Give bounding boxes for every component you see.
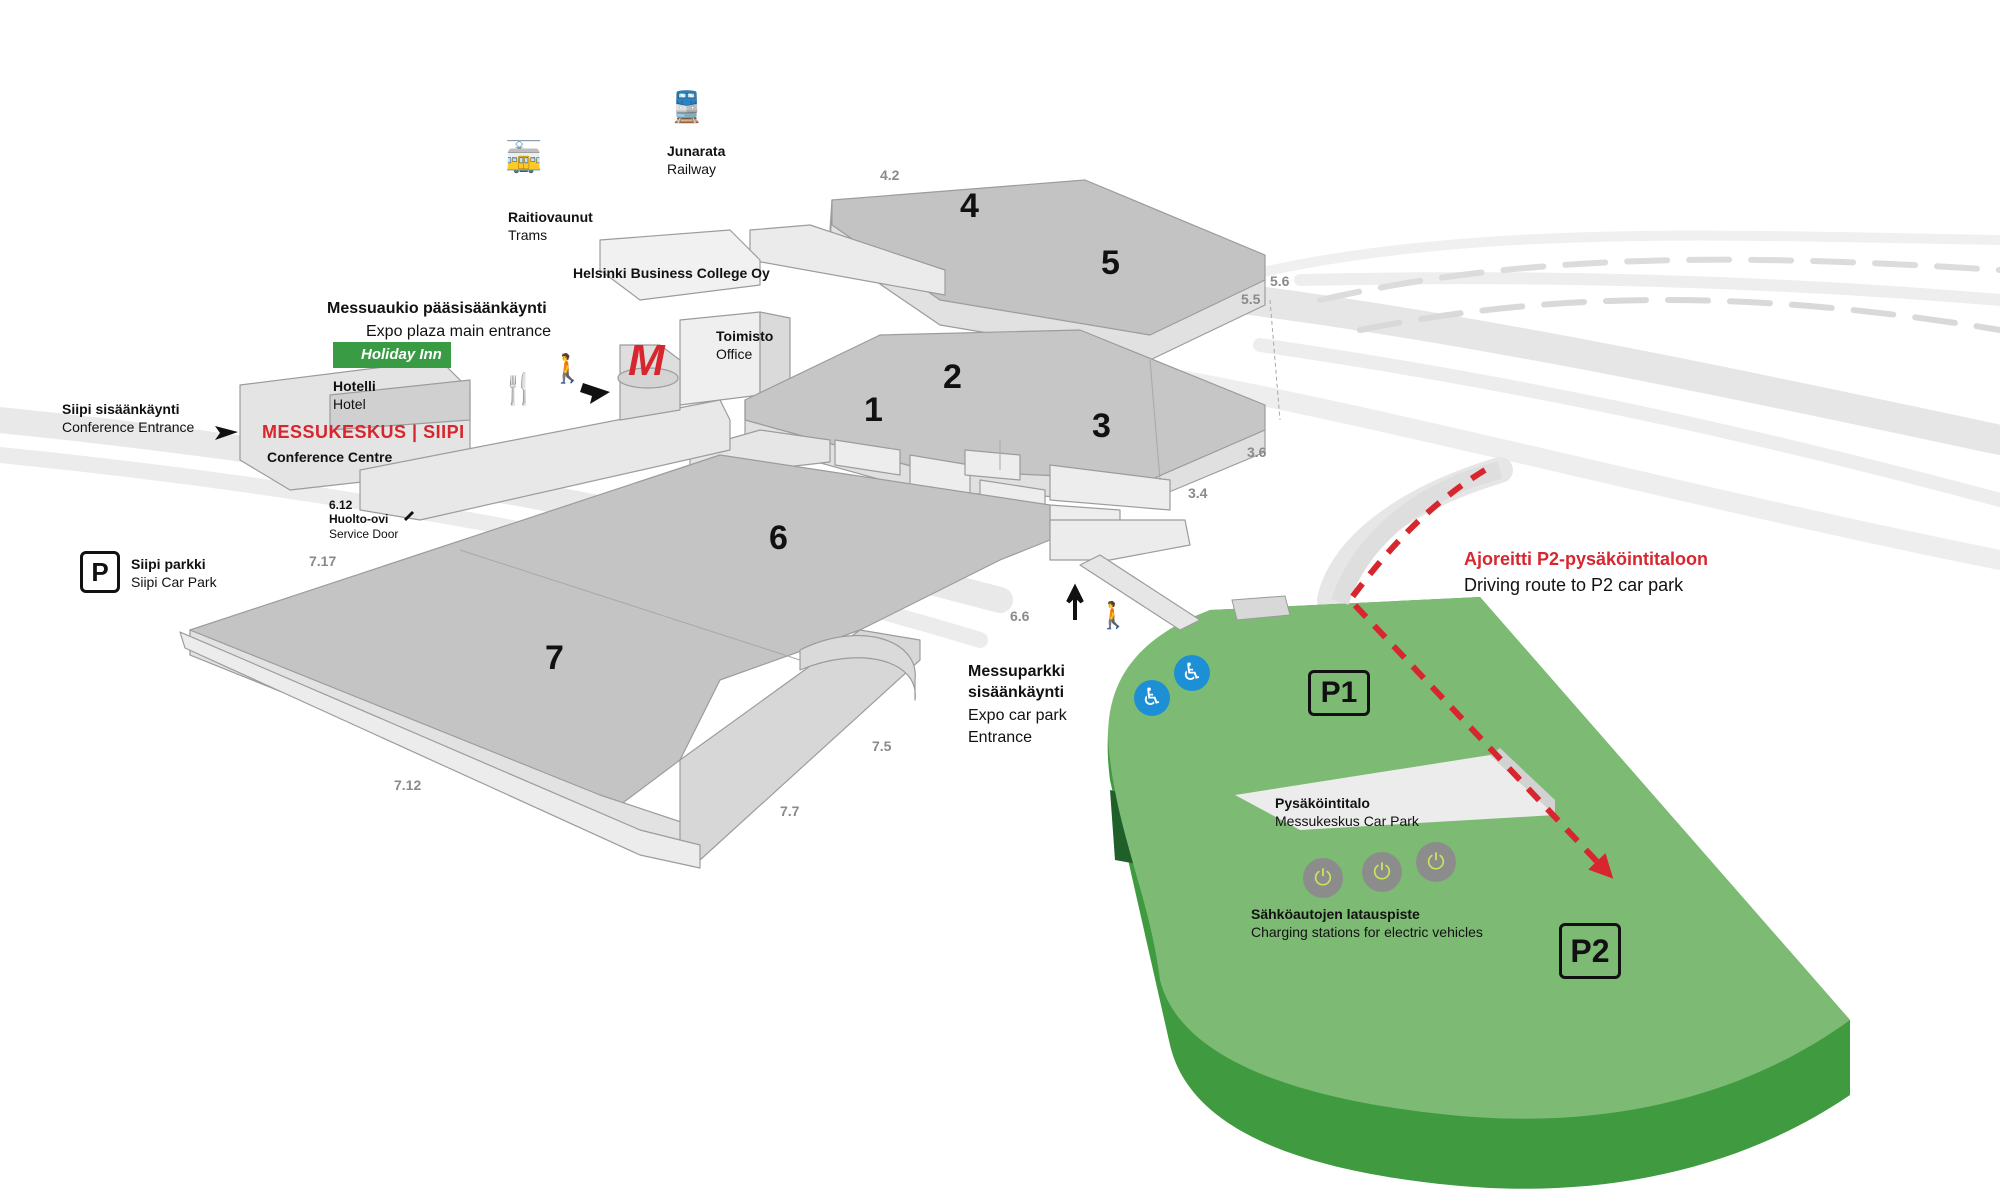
ev-charger-icon: ⏻ — [1303, 858, 1343, 898]
gate-7-5: 7.5 — [872, 738, 892, 754]
carpark-entrance-fi-2: sisäänkäynti — [968, 684, 1065, 701]
messukeskus-m-logo: M — [628, 336, 665, 385]
gate-7-7: 7.7 — [780, 803, 800, 819]
wheelchair-icon: ♿ — [1134, 680, 1170, 716]
holiday-inn-text: Holiday Inn — [361, 346, 442, 363]
service-door-code: 6.12 — [329, 498, 353, 512]
route-label-en: Driving route to P2 car park — [1464, 575, 1684, 595]
hall-4-label: 4 — [960, 187, 979, 225]
brand-sub: SIIPI — [423, 422, 465, 442]
charging-label-fi: Sähköautojen latauspiste — [1251, 906, 1420, 922]
ramp — [1331, 461, 1503, 605]
service-door-en: Service Door — [329, 527, 399, 541]
railway-label-fi: Junarata — [667, 143, 726, 159]
siipi-parking-fi: Siipi parkki — [131, 556, 206, 572]
hotel-label-fi: Hotelli — [333, 378, 376, 394]
tram-icon: 🚋 — [505, 141, 543, 174]
entrance-arrows — [215, 383, 1084, 620]
siipi-parking-symbol: P — [80, 551, 120, 593]
gate-5-5: 5.5 — [1241, 291, 1261, 307]
driving-route — [1346, 467, 1614, 879]
holiday-inn-logo: Holiday Inn — [333, 342, 451, 368]
garage-label-fi: Pysäköintitalo — [1275, 795, 1370, 811]
buildings — [179, 179, 1266, 869]
siipi-parking-en: Siipi Car Park — [131, 574, 217, 590]
gate-6-6: 6.6 — [1010, 608, 1030, 624]
brand-main: MESSUKESKUS — [262, 422, 407, 442]
pedestrian-icon: 🚶 — [550, 353, 585, 384]
pedestrian-icon: 🚶 — [1097, 600, 1130, 630]
siipi-entrance-fi: Siipi sisäänkäynti — [62, 401, 180, 417]
carpark-entrance-en-2: Entrance — [968, 729, 1033, 746]
hall-dividers — [459, 299, 1281, 661]
carpark-entrance-en-1: Expo car park — [968, 707, 1067, 724]
parking-deck — [1107, 595, 1850, 1189]
garage-label-en: Messukeskus Car Park — [1275, 813, 1419, 829]
hall-1-label: 1 — [864, 391, 883, 429]
p1-symbol: P1 — [1308, 670, 1370, 716]
gate-7-17: 7.17 — [309, 553, 337, 569]
service-door-fi: Huolto-ovi — [329, 512, 389, 526]
hall-3-label: 3 — [1092, 407, 1111, 445]
hall-2-label: 2 — [943, 358, 962, 396]
trams-label-fi: Raitiovaunut — [508, 209, 593, 225]
charging-label-en: Charging stations for electric vehicles — [1251, 924, 1483, 940]
gate-5-6: 5.6 — [1270, 273, 1290, 289]
p2-symbol: P2 — [1559, 923, 1621, 979]
carpark-entrance-fi-1: Messuparkki — [968, 663, 1065, 680]
gate-7-12: 7.12 — [394, 777, 422, 793]
railway-label-en: Railway — [667, 161, 717, 177]
gate-3-4: 3.4 — [1188, 485, 1208, 501]
office-label-fi: Toimisto — [716, 328, 774, 344]
hotel-label-en: Hotel — [333, 396, 366, 412]
trams-label-en: Trams — [508, 227, 548, 243]
business-college-label: Helsinki Business College Oy — [573, 265, 770, 281]
siipi-entrance-en: Conference Entrance — [62, 419, 195, 435]
wheelchair-icon: ♿ — [1174, 655, 1210, 691]
office-label-en: Office — [716, 346, 753, 362]
main-entrance-en: Expo plaza main entrance — [366, 323, 551, 340]
hall-7-label: 7 — [545, 639, 564, 677]
hall-5-label: 5 — [1101, 244, 1120, 282]
conference-centre-label: Conference Centre — [267, 449, 393, 465]
route-label-fi: Ajoreitti P2-pysäköintitaloon — [1464, 549, 1709, 569]
ev-charger-icon: ⏻ — [1362, 852, 1402, 892]
gate-3-6: 3.6 — [1247, 444, 1267, 460]
hall-6-label: 6 — [769, 519, 788, 557]
train-icon: 🚆 — [668, 91, 706, 124]
main-entrance-fi: Messuaukio pääsisäänkäynti — [327, 300, 547, 317]
messukeskus-siipi-logo: MESSUKESKUS | SIIPI — [262, 422, 465, 442]
fork-knife-icon: 🍴 — [500, 373, 538, 406]
gate-4-2: 4.2 — [880, 167, 900, 183]
ev-charger-icon: ⏻ — [1416, 842, 1456, 882]
